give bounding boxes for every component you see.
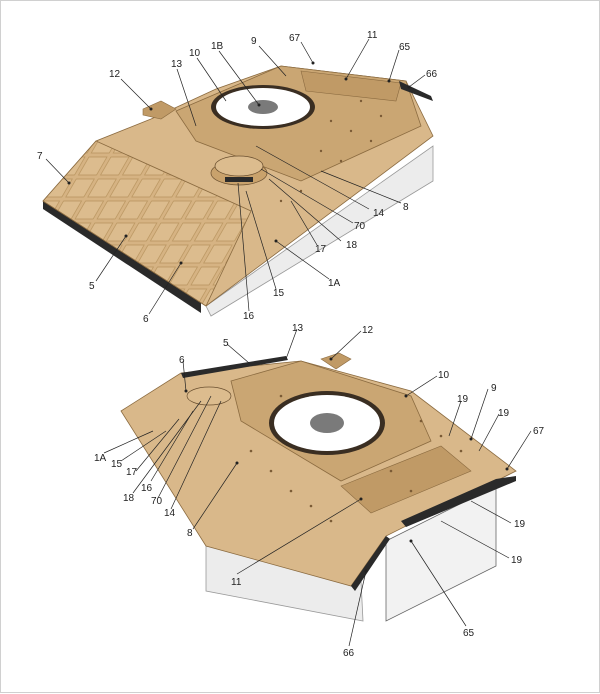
top-hatch-top [214, 155, 264, 177]
top-rear-guard [399, 81, 433, 101]
top-callout-14: 14 [373, 208, 385, 219]
bottom-callout-16: 16 [141, 483, 153, 494]
bottom-callout-66: 66 [343, 648, 355, 659]
bottom-engine-plate [340, 445, 472, 514]
bottom-callout-65: 65 [463, 628, 475, 639]
bottom-callout-6: 6 [179, 355, 185, 366]
top-callout-12: 12 [109, 69, 121, 80]
top-callout-66: 66 [426, 69, 438, 80]
bottom-left-guard [351, 536, 390, 591]
top-callout-7: 7 [37, 151, 43, 162]
top-callout-67: 67 [289, 33, 301, 44]
top-callout-1a: 1A [328, 278, 341, 289]
top-leader-lines [45, 38, 426, 315]
top-callout-11: 11 [367, 30, 378, 41]
bottom-callout-11: 11 [231, 577, 242, 588]
bottom-callout-10: 10 [438, 370, 450, 381]
bottom-callout-15: 15 [111, 459, 123, 470]
top-callout-10: 10 [189, 48, 201, 59]
top-callout-8: 8 [403, 202, 409, 213]
top-turret-hole [248, 100, 278, 114]
bottom-callout-70: 70 [151, 496, 163, 507]
bottom-callout-67: 67 [533, 426, 545, 437]
top-engine-plate [300, 70, 402, 102]
bottom-hull-model [120, 352, 517, 622]
bottom-callout-13: 13 [292, 323, 304, 334]
bottom-side-rail [181, 356, 288, 378]
top-callout-16: 16 [243, 311, 255, 322]
bottom-callout-17: 17 [126, 467, 138, 478]
leader-dots [67, 61, 509, 573]
bottom-hatch [186, 386, 232, 406]
top-stowage-box [142, 100, 177, 120]
top-callout-15: 15 [273, 288, 285, 299]
bottom-leader-lines [103, 328, 532, 647]
top-callout-17: 17 [315, 244, 327, 255]
top-track-strip [43, 201, 201, 313]
top-callout-5: 5 [89, 281, 95, 292]
top-callout-13: 13 [171, 59, 183, 70]
bottom-callout-8: 8 [187, 528, 193, 539]
top-rivets [279, 99, 383, 203]
top-callouts: 12 13 10 1B 9 67 11 65 66 7 8 14 70 18 1… [37, 30, 438, 325]
bottom-callout-19-d: 19 [511, 555, 523, 566]
bottom-callout-12: 12 [362, 325, 374, 336]
top-hatch-vision-block [225, 177, 253, 182]
bottom-callout-1a: 1A [94, 453, 107, 464]
bottom-callout-9: 9 [491, 383, 497, 394]
bottom-callouts: 6 5 13 12 10 9 19 19 67 1A 15 17 16 18 7… [94, 323, 545, 659]
bottom-rear-guard [401, 476, 516, 527]
top-callout-6: 6 [143, 314, 149, 325]
bottom-callout-19-a: 19 [457, 394, 469, 405]
top-callout-18: 18 [346, 240, 358, 251]
bottom-rivets [249, 394, 463, 523]
top-hull-side [205, 145, 434, 317]
top-callout-65: 65 [399, 42, 411, 53]
bottom-callout-18: 18 [123, 493, 135, 504]
top-hull-model [42, 65, 434, 317]
bottom-callout-14: 14 [164, 508, 176, 519]
bottom-stowage-box [320, 352, 352, 370]
bottom-callout-19-c: 19 [514, 519, 526, 530]
top-callout-70: 70 [354, 221, 366, 232]
bottom-callout-5: 5 [223, 338, 229, 349]
bottom-turret-hole [310, 413, 344, 433]
top-callout-9: 9 [251, 36, 257, 47]
bottom-callout-19-b: 19 [498, 408, 510, 419]
top-armour-tiles [42, 140, 252, 307]
top-callout-1b: 1B [211, 41, 224, 52]
